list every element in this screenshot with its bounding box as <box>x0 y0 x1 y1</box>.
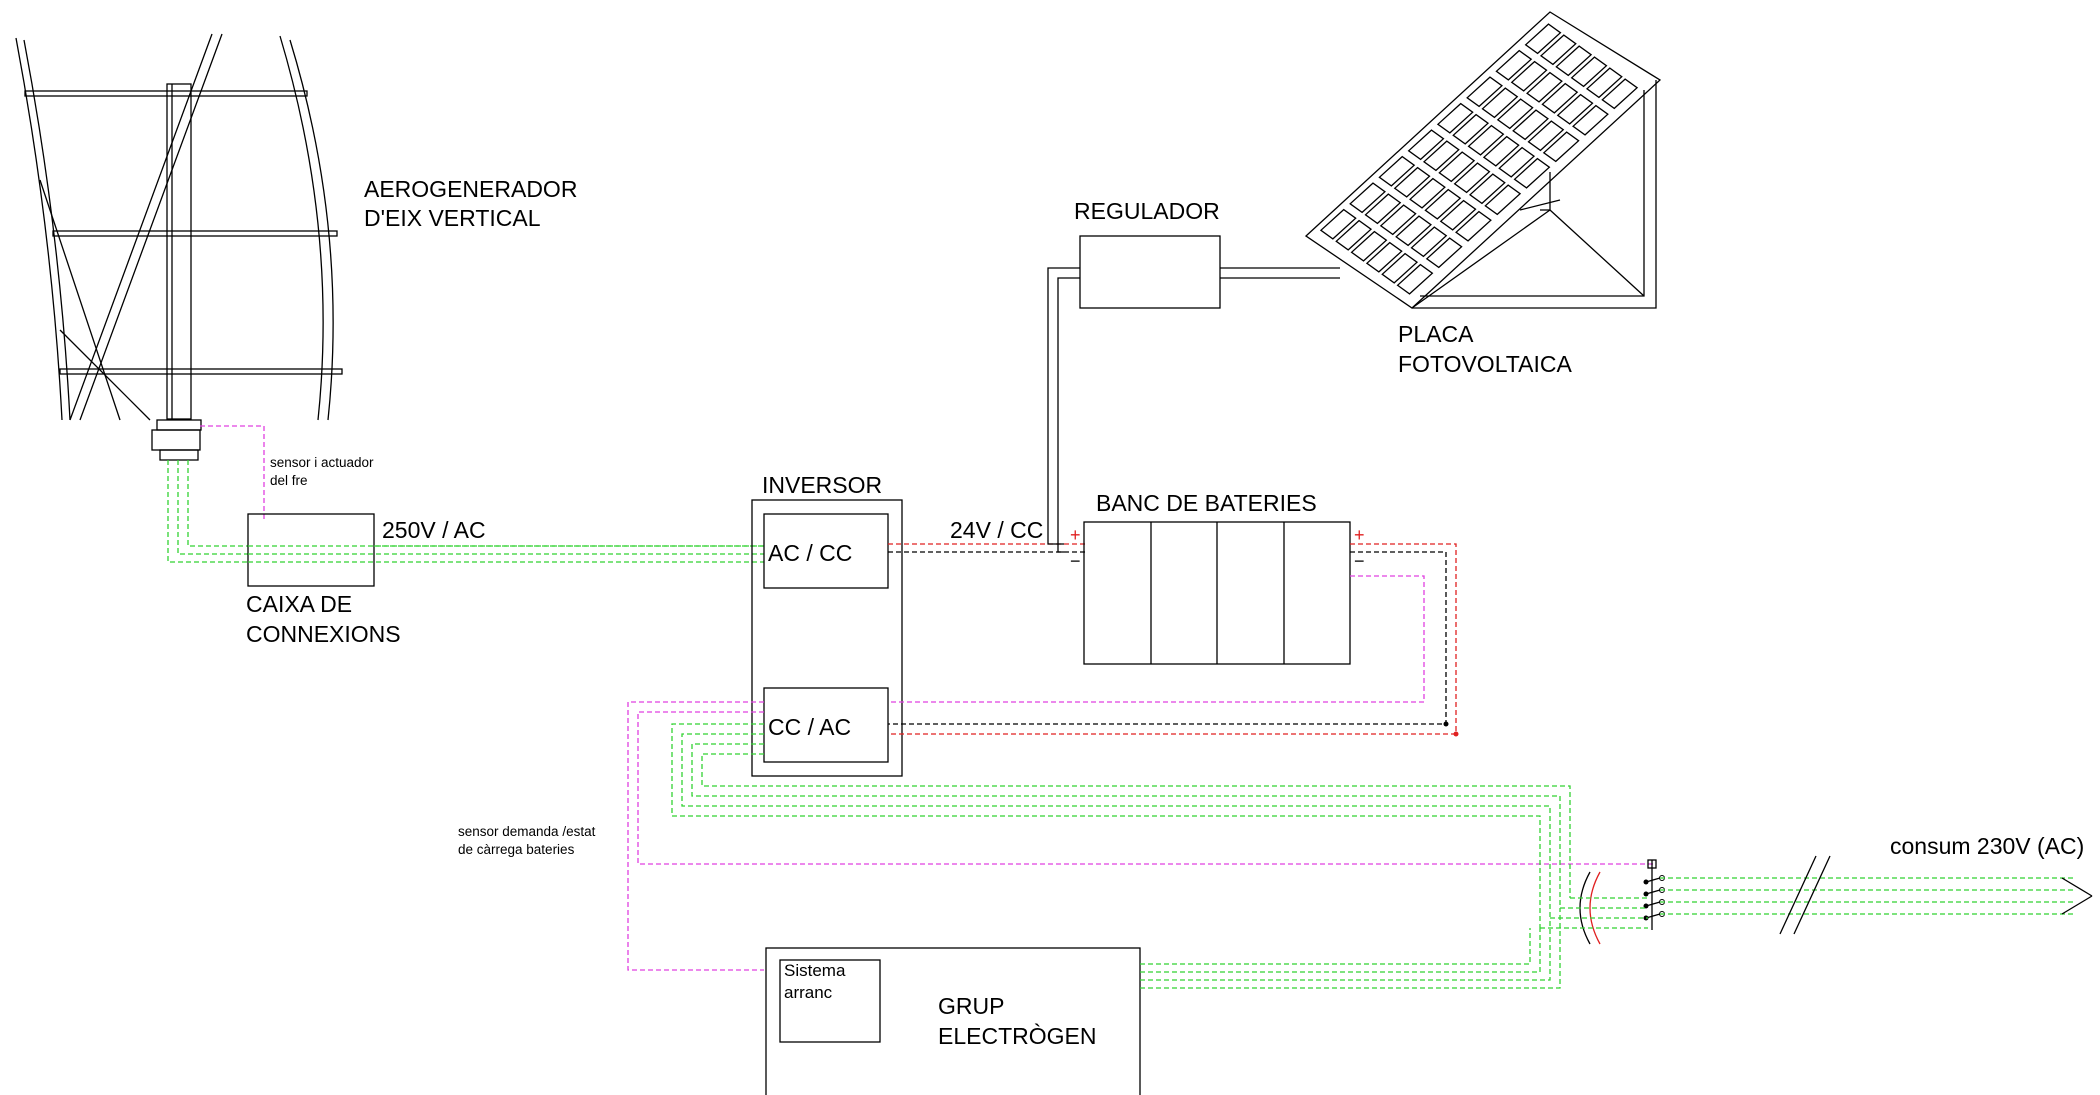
pv-cell <box>1572 104 1609 136</box>
generator-label-2: ELECTRÒGEN <box>938 1023 1096 1049</box>
brake-sensor-wire <box>200 425 265 520</box>
pv-cell <box>1498 146 1536 178</box>
pv-cell <box>1335 219 1373 251</box>
cc-ac-label: CC / AC <box>768 714 851 740</box>
pv-cell <box>1541 82 1579 114</box>
pv-cell <box>1365 241 1403 273</box>
pv-cell <box>1395 215 1432 247</box>
start-system-label-1: Sistema <box>784 961 846 980</box>
pv-cell <box>1378 155 1416 187</box>
switch-blade <box>1645 913 1661 919</box>
battery-bank-label: BANC DE BATERIES <box>1096 490 1317 516</box>
pv-cell <box>1495 49 1533 81</box>
pv-cell <box>1349 182 1386 214</box>
pv-cell <box>1364 193 1402 225</box>
pv-cell <box>1425 237 1463 269</box>
pv-cell <box>1396 263 1434 295</box>
switch-blade <box>1645 901 1661 907</box>
pv-cell <box>1409 177 1446 209</box>
ac-cc-label: AC / CC <box>768 540 852 566</box>
inverter-label: INVERSOR <box>762 472 882 498</box>
regulator <box>1079 235 1221 309</box>
pv-cell <box>1555 45 1593 77</box>
pv-panel-label-2: FOTOVOLTAICA <box>1398 351 1572 377</box>
pv-cell <box>1468 173 1506 205</box>
brake-sensor-label-2: del fre <box>270 473 308 488</box>
wind-turbine-label-2: D'EIX VERTICAL <box>364 205 541 231</box>
pv-cell <box>1379 204 1417 236</box>
pv-cell <box>1527 120 1565 152</box>
demand-sensor-label-1: sensor demanda /estat <box>458 824 596 839</box>
battery-plus-left: + <box>1070 525 1081 545</box>
pv-cell <box>1436 102 1474 134</box>
pv-cell <box>1542 131 1580 163</box>
pv-cell <box>1422 140 1460 172</box>
battery-minus-left: − <box>1070 551 1081 571</box>
junction-box-label-2: CONNEXIONS <box>246 621 401 647</box>
pv-cell <box>1510 60 1548 92</box>
pv-cell <box>1513 157 1551 189</box>
pv-cell <box>1524 23 1562 55</box>
demand-sensor-label-2: de càrrega bateries <box>458 842 575 857</box>
pv-cell <box>1467 124 1505 156</box>
pv-cell <box>1481 87 1519 119</box>
junction-box-label-1: CAIXA DE <box>246 591 352 617</box>
pv-cell <box>1585 67 1623 99</box>
brake-sensor-label-1: sensor i actuador <box>270 455 374 470</box>
pv-cell <box>1526 71 1563 103</box>
pv-cell <box>1455 210 1492 242</box>
generator <box>765 947 1141 1095</box>
pv-cell <box>1350 230 1388 262</box>
pv-cell <box>1539 34 1577 66</box>
voltage-cc-label: 24V / CC <box>950 517 1043 543</box>
pv-cell <box>1496 98 1534 130</box>
inverter <box>751 499 903 777</box>
pv-cell <box>1381 252 1419 284</box>
pv-cell <box>1393 166 1431 198</box>
generator-label-1: GRUP <box>938 993 1004 1019</box>
transfer-switch <box>1579 859 1665 945</box>
consumption-label: consum 230V (AC) <box>1890 833 2084 859</box>
pv-cell <box>1438 151 1476 183</box>
pv-cell <box>1452 113 1490 145</box>
start-system <box>779 959 881 1043</box>
switch-blade <box>1645 889 1661 895</box>
pv-cell <box>1410 226 1448 258</box>
regulator-label: REGULADOR <box>1074 198 1220 224</box>
pv-cell <box>1482 135 1520 167</box>
pv-cell <box>1466 76 1503 108</box>
pv-cell <box>1601 78 1639 110</box>
wind-turbine <box>15 33 343 461</box>
pv-cell <box>1424 188 1462 220</box>
pv-cell <box>1407 129 1445 161</box>
pv-panel <box>1304 11 1662 309</box>
pv-cell <box>1439 199 1477 231</box>
pv-cell <box>1484 184 1522 216</box>
pv-cell <box>1512 109 1549 141</box>
ac-cc-converter <box>763 513 889 589</box>
start-system-label-2: arranc <box>784 983 833 1002</box>
pv-cell <box>1570 56 1608 88</box>
voltage-ac-label: 250V / AC <box>382 517 486 543</box>
cc-ac-converter <box>763 687 889 763</box>
pv-cell <box>1556 93 1594 125</box>
switch-blade <box>1645 877 1661 883</box>
junction-box <box>247 513 375 587</box>
pv-panel-label-1: PLACA <box>1398 321 1474 347</box>
pv-cell <box>1453 162 1491 194</box>
battery-minus-right: − <box>1354 551 1365 571</box>
battery-plus-right: + <box>1354 525 1365 545</box>
wind-turbine-label-1: AEROGENERADOR <box>364 176 577 202</box>
pv-cell <box>1319 208 1357 240</box>
